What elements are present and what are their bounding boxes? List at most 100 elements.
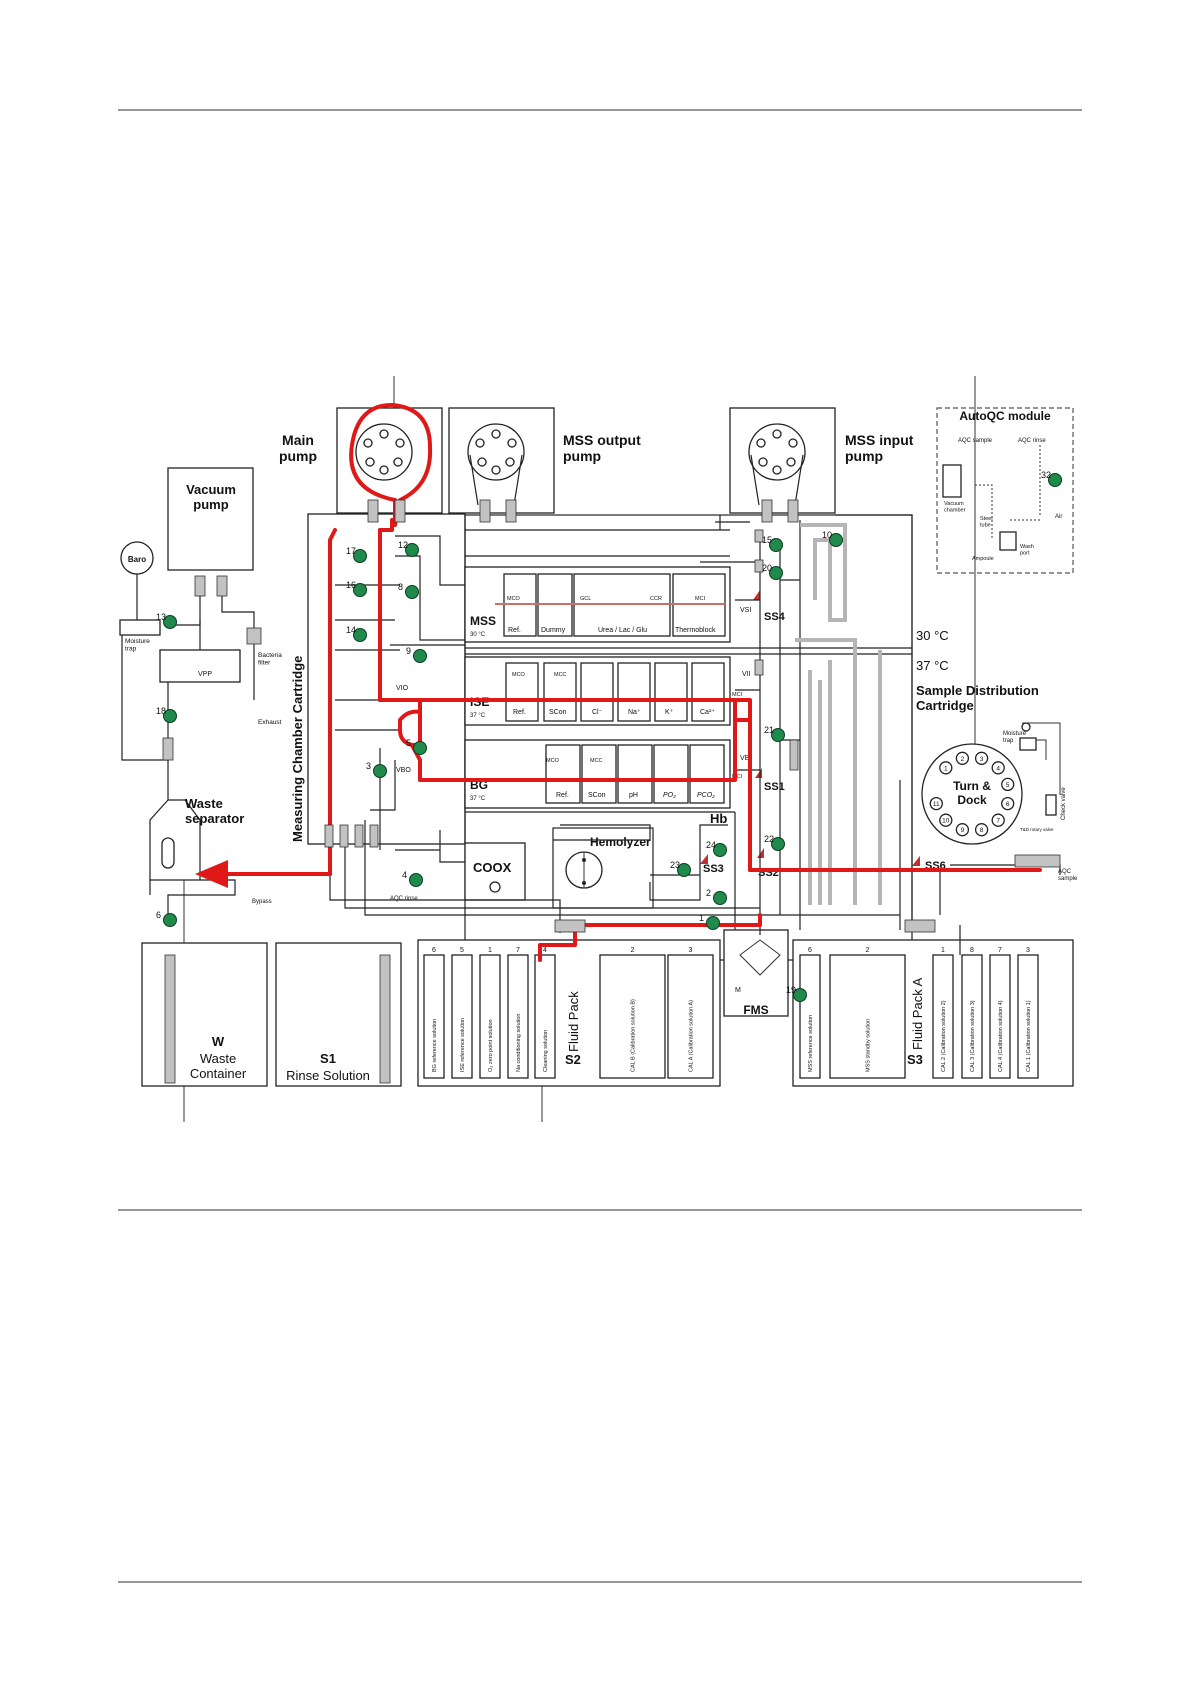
valve-17: 17 [346, 546, 367, 563]
valve-label-mci-2: MCI [732, 774, 743, 780]
turn-dock-slot [939, 813, 953, 827]
valve-9: 9 [406, 646, 427, 663]
valve-13: 13 [156, 612, 177, 629]
valve-circle [413, 741, 427, 755]
vpp-label: VPP [198, 671, 212, 678]
valve-circle [353, 549, 367, 563]
valve-1: 1 [699, 913, 720, 930]
valve-circle [793, 988, 807, 1002]
mss-cell-3: Urea / Lac / Glu [598, 627, 647, 634]
bottle-label: MSS reference solution [808, 1015, 814, 1072]
measuring-chamber-label: Measuring Chamber Cartridge [290, 656, 305, 842]
valve-21: 21 [764, 725, 785, 742]
bottle [989, 954, 1011, 1079]
turn-dock-slot-number: 10 [942, 818, 950, 825]
valve-number: 18 [156, 706, 166, 716]
valve-circle [713, 843, 727, 857]
valve-circle [769, 566, 783, 580]
valve-number: 10 [822, 530, 832, 540]
valve-number: 32 [1041, 470, 1051, 480]
valve-circle [829, 533, 843, 547]
bottle-label: O₂ zero point solution [488, 1019, 494, 1072]
valve-number: 21 [764, 725, 774, 735]
bottle [829, 954, 906, 1079]
turn-dock-title: Turn &Dock [953, 779, 991, 807]
valve-23: 23 [670, 860, 691, 877]
valve-number: 16 [346, 580, 356, 590]
mss-temp: 30 °C [470, 632, 486, 638]
valve-number: 19 [786, 985, 796, 995]
mss-cell-1: Ref. [508, 627, 521, 634]
bottle-label: CAL 3 (Calibration solution 3) [970, 1000, 976, 1072]
baro-sensor: Baro [120, 541, 154, 624]
turn-dock-slot-number: 4 [996, 765, 1000, 772]
mss-module: MSS 30 °C Ref. Dummy Urea / Lac / Glu Th… [464, 566, 731, 643]
valve-6: 6 [156, 910, 177, 927]
valve-20: 20 [762, 563, 783, 580]
valve-circle [163, 709, 177, 723]
ise-cell-6: Ca²⁺ [700, 709, 715, 716]
fms-unit: FMS M [723, 929, 789, 1017]
valve-5: 5 [406, 738, 427, 755]
bottle [534, 954, 556, 1079]
bottle-label: CAL B (Calibration solution B) [631, 999, 637, 1072]
valve-circle [353, 628, 367, 642]
valve-circle [163, 913, 177, 927]
mss-cell-4: Thermoblock [675, 627, 716, 634]
valve-10: 10 [822, 530, 843, 547]
valve-number: 9 [406, 646, 411, 656]
temp-37-label: 37 °C [916, 658, 949, 673]
valve-circle [713, 891, 727, 905]
valve-number: 12 [398, 540, 408, 550]
fluid-pack-s2: Fluid Pack S2 6BG reference solution5ISE… [417, 939, 721, 1087]
connector-pins [324, 499, 1061, 933]
valve-15: 15 [762, 535, 783, 552]
bottle [1017, 954, 1039, 1079]
bottle [479, 954, 501, 1079]
bottle-port: 7 [516, 947, 520, 954]
bg-cell-3: pH [629, 792, 638, 799]
valve-number: 5 [406, 738, 411, 748]
rinse-solution: S1 Rinse Solution [275, 942, 402, 1087]
valve-circle [413, 649, 427, 663]
baro-label: Baro [128, 555, 146, 564]
valve-8: 8 [398, 582, 419, 599]
valve-label-vii: VII [742, 671, 751, 678]
valve-circle [409, 873, 423, 887]
td-rotary: T&D rotary valve [1020, 827, 1054, 832]
valve-number: 1 [699, 913, 704, 923]
bottle [507, 954, 529, 1079]
mss-tag-3: CCR [650, 596, 662, 602]
sensor-ss3: SS3 [703, 863, 724, 875]
turn-dock-slot-number: 5 [1006, 782, 1010, 789]
valve-circle [706, 916, 720, 930]
valve-number: 23 [670, 860, 680, 870]
valve-number: 8 [398, 582, 403, 592]
valve-number: 15 [762, 535, 772, 545]
bottle-port: 5 [460, 947, 464, 954]
valve-label-vbi: VBI [740, 755, 751, 762]
bypass-label: Bypass [252, 899, 272, 905]
bg-cell-5: PCO₂ [697, 792, 715, 799]
valve-label-vsi: VSI [740, 607, 751, 614]
valve-circle [677, 863, 691, 877]
turn-dock-slot [1001, 796, 1015, 811]
bg-tag-1: MCO [546, 758, 560, 764]
bottle [451, 954, 473, 1079]
exhaust-label: Exhaust [258, 719, 282, 726]
autoqc-air: Air [1055, 514, 1062, 520]
fms-label: FMS [743, 1003, 768, 1017]
measuring-chamber-frame [307, 513, 466, 845]
turn-dock-slot-number: 3 [980, 756, 984, 763]
valve-3: 3 [366, 761, 387, 778]
hemolyzer-label: Hemolyzer [590, 835, 651, 849]
bottle-label: MSS standby solution [866, 1019, 872, 1072]
flow-arrow [195, 860, 228, 888]
valve-label-mci-1: MCI [732, 692, 743, 698]
